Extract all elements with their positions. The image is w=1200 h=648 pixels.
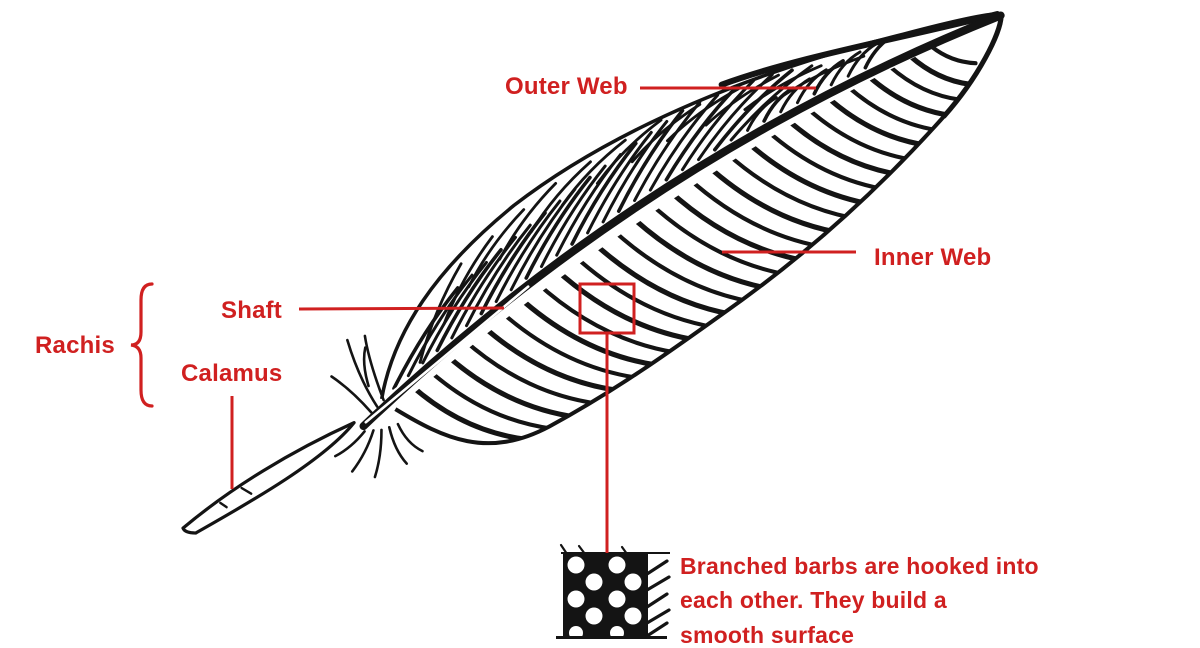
quill-notch xyxy=(219,486,253,509)
callout-text-line-1: Branched barbs are hooked into xyxy=(680,553,1039,579)
shaft-leader-line xyxy=(298,306,505,311)
inner-web-label: Inner Web xyxy=(874,244,992,271)
outer-web-label: Outer Web xyxy=(505,73,628,100)
callout-text-line-2: each other. They build a xyxy=(680,587,947,613)
inner-web-edge-heavy xyxy=(941,13,1004,119)
inset-top-spikes xyxy=(559,543,629,556)
rachis-brace xyxy=(130,282,154,408)
outer-web-hatch xyxy=(392,33,896,391)
callout-text-line-3: smooth surface xyxy=(680,622,855,648)
inset-branch-barbules xyxy=(645,559,671,638)
annotation-graphics xyxy=(130,86,856,553)
feather-illustration xyxy=(181,11,1005,535)
outer-web-edge-heavy xyxy=(718,11,1001,88)
fluff-tufts xyxy=(330,334,424,479)
rachis-label: Rachis xyxy=(35,332,115,359)
shaft-label: Shaft xyxy=(221,297,282,324)
inner-web-shape xyxy=(395,16,1002,444)
barb-inset-illustration xyxy=(556,543,671,640)
quill-shape xyxy=(181,421,356,535)
shaft-core-highlight xyxy=(364,285,530,424)
calamus-label: Calamus xyxy=(181,360,283,387)
shaft-line xyxy=(359,11,1005,431)
